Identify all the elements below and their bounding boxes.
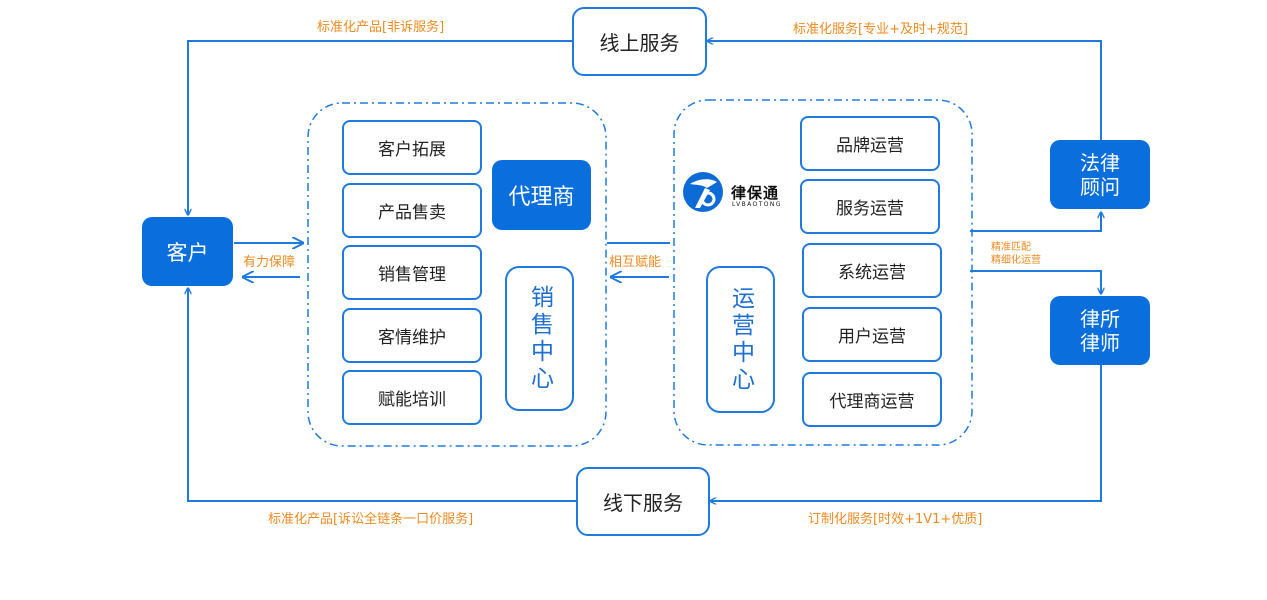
sales-center-title: 销售中心 bbox=[505, 266, 574, 411]
ops-center-title-label: 运营中心 bbox=[727, 285, 754, 394]
agent-label: 代理商 bbox=[508, 185, 575, 210]
sales-item: 产品售卖 bbox=[342, 183, 482, 238]
sales-item-label: 客情维护 bbox=[378, 328, 446, 348]
ops-center-frame bbox=[673, 99, 973, 446]
arrow-ops-to-advisor bbox=[970, 212, 1101, 232]
sales-item: 客户拓展 bbox=[342, 120, 482, 175]
sales-item-label: 产品售卖 bbox=[378, 203, 446, 223]
offline-service-node: 线下服务 bbox=[576, 467, 710, 536]
sales-item: 销售管理 bbox=[342, 245, 482, 300]
label-top-right: 标准化服务[专业+及时+规范] bbox=[793, 22, 968, 37]
legal-advisor-label: 法律 顾问 bbox=[1080, 150, 1120, 199]
law-firm-lawyer-node: 律所 律师 bbox=[1050, 296, 1150, 365]
sales-item-label: 销售管理 bbox=[378, 265, 446, 285]
arrow-advisor-to-online bbox=[707, 41, 1102, 140]
label-top-left: 标准化产品[非诉服务] bbox=[317, 20, 445, 35]
sales-item-label: 客户拓展 bbox=[378, 140, 446, 160]
legal-advisor-node: 法律 顾问 bbox=[1050, 140, 1150, 209]
label-match: 精准匹配 精细化运营 bbox=[991, 242, 1041, 266]
ops-item: 代理商运营 bbox=[802, 372, 942, 427]
logo-name: 律保通 bbox=[731, 184, 780, 202]
law-firm-lawyer-label: 律所 律师 bbox=[1080, 306, 1120, 355]
ops-item: 品牌运营 bbox=[800, 116, 940, 171]
label-bottom-right: 订制化服务[时效+1V1+优质] bbox=[808, 512, 983, 527]
online-service-label: 线上服务 bbox=[599, 31, 680, 55]
ops-center-title: 运营中心 bbox=[706, 266, 775, 413]
ops-item: 用户运营 bbox=[802, 307, 942, 362]
label-bottom-left: 标准化产品[诉讼全链条一口价服务] bbox=[268, 512, 474, 527]
sales-center-frame bbox=[307, 102, 607, 447]
agent-node: 代理商 bbox=[492, 160, 591, 230]
ops-item: 服务运营 bbox=[800, 179, 940, 234]
logo-sub: LVBAOTONG bbox=[732, 201, 782, 208]
label-guarantee: 有力保障 bbox=[243, 255, 296, 270]
lvbaotong-logo-icon bbox=[683, 172, 723, 212]
sales-item: 客情维护 bbox=[342, 308, 482, 363]
label-mutual: 相互赋能 bbox=[609, 255, 662, 270]
ops-item-label: 品牌运营 bbox=[836, 136, 904, 156]
arrow-online-to-customer bbox=[188, 40, 572, 215]
arrow-ops-to-lawyer bbox=[970, 270, 1101, 294]
offline-service-label: 线下服务 bbox=[603, 491, 683, 515]
sales-item: 赋能培训 bbox=[342, 370, 482, 425]
lvbaotong-logo: 律保通 LVBAOTONG bbox=[681, 170, 796, 215]
online-service-node: 线上服务 bbox=[572, 7, 707, 76]
ops-item: 系统运营 bbox=[802, 243, 942, 298]
sales-item-label: 赋能培训 bbox=[378, 390, 446, 410]
sales-center-title-label: 销售中心 bbox=[526, 284, 553, 393]
arrow-offline-to-customer bbox=[188, 288, 576, 502]
ops-item-label: 用户运营 bbox=[838, 327, 906, 347]
customer-label: 客户 bbox=[166, 240, 209, 265]
arrow-lawyer-to-offline bbox=[710, 365, 1102, 501]
ops-item-label: 服务运营 bbox=[836, 199, 904, 219]
customer-node: 客户 bbox=[142, 217, 233, 286]
ops-item-label: 系统运营 bbox=[838, 263, 906, 283]
ops-item-label: 代理商运营 bbox=[829, 392, 915, 412]
